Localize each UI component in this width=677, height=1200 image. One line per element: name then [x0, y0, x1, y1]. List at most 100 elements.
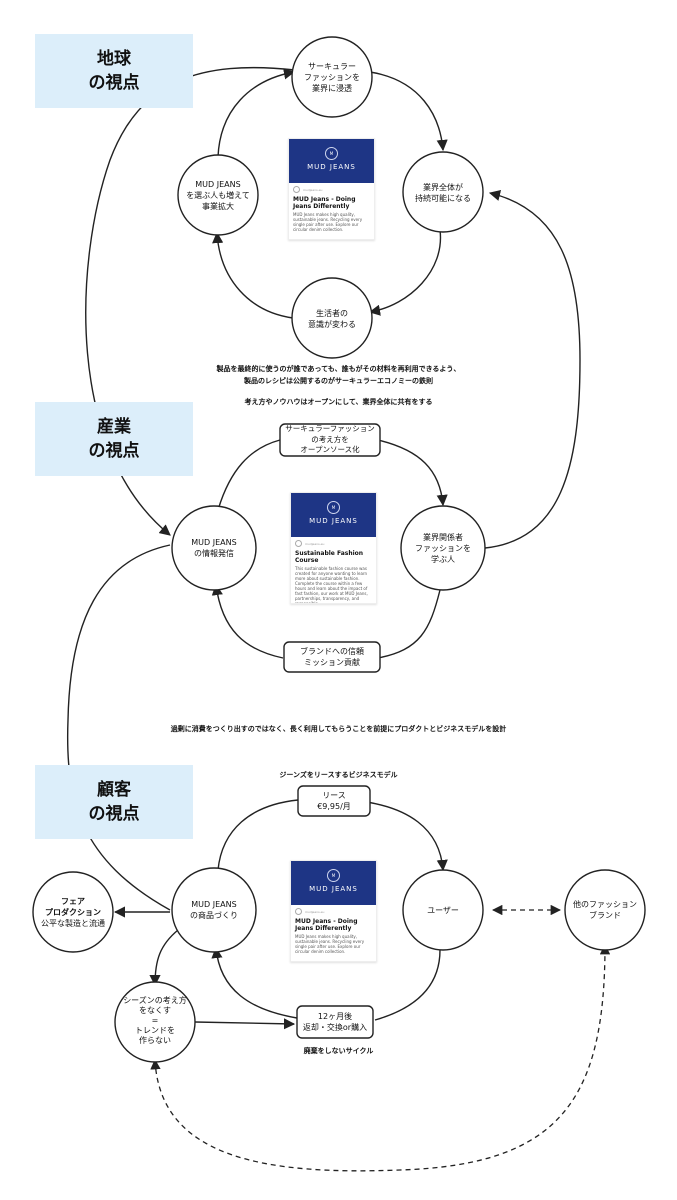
node-line: の商品づくり	[190, 911, 238, 920]
node-line: を選ぶ人も増えて	[186, 191, 250, 200]
node-line: サーキュラー	[308, 62, 356, 71]
arrow-industry-left-top	[217, 439, 281, 511]
mud-jeans-logo-icon: M	[327, 869, 340, 882]
box-line: ブランドへの信頼	[300, 647, 364, 656]
card-brand: MUD JEANS	[309, 885, 358, 893]
earth-link-card[interactable]: M MUD JEANS mudjeans.eu MUD Jeans - Doin…	[288, 138, 375, 240]
card-site: mudjeans.eu	[305, 541, 325, 546]
customer-top-box	[297, 785, 371, 817]
card-banner: M MUD JEANS	[291, 493, 376, 537]
section-label-industry: 産業 の視点	[35, 402, 193, 476]
node-line: トレンドを	[135, 1026, 175, 1035]
fair-node-circle	[32, 871, 114, 953]
node-line: =	[151, 1016, 159, 1025]
node-line: 業界関係者	[423, 533, 463, 542]
season-node: シーズンの考え方 をなくす = トレンドを 作らない	[105, 996, 205, 1046]
card-title: Sustainable Fashion Course	[295, 550, 364, 564]
mud-jeans-logo-icon: M	[327, 501, 340, 514]
card-description: MUD Jeans makes high quality, sustainabl…	[293, 212, 363, 232]
node-line: 他のファッション	[573, 900, 637, 909]
box-line: €9,95/月	[317, 802, 351, 811]
card-banner: M MUD JEANS	[291, 861, 376, 905]
node-line: 意識が変わる	[308, 320, 356, 329]
node-line: ブランド	[589, 911, 621, 920]
card-banner: M MUD JEANS	[289, 139, 374, 183]
caption-no-waste-cycle: 廃棄をしないサイクル	[303, 1047, 374, 1055]
customer-right-node-circle	[402, 869, 484, 951]
node-line: 学ぶ人	[431, 555, 455, 564]
section-label-earth-line2: の視点	[88, 73, 140, 93]
card-meta: mudjeans.eu	[291, 537, 376, 547]
node-line: 業界全体が	[423, 183, 463, 192]
industry-right-node: 業界関係者 ファッションを 学ぶ人	[393, 532, 493, 565]
arrow-industry-bottom-left	[211, 583, 284, 659]
node-line: の情報発信	[194, 549, 234, 558]
fair-production-node: フェア プロダクション 公平な製造と流通	[23, 896, 123, 929]
earth-left-node-circle	[177, 154, 259, 236]
industry-left-node-circle	[171, 505, 257, 591]
card-meta: mudjeans.eu	[289, 183, 374, 193]
card-site: mudjeans.eu	[303, 187, 323, 192]
arrow-season-to-bottom-box	[194, 1018, 296, 1030]
box-line: の考え方を	[311, 434, 349, 444]
node-line: ファッションを	[415, 544, 471, 553]
arrow-industry-right-bottom	[377, 589, 441, 659]
caption-open-knowhow: 考え方やノウハウはオープンにして、業界全体に共有をする	[244, 398, 433, 406]
earth-bottom-node: 生活者の 意識が変わる	[282, 308, 382, 330]
box-line: リース	[322, 791, 346, 800]
node-line: をなくす	[139, 1006, 171, 1015]
industry-link-card[interactable]: M MUD JEANS mudjeans.eu Sustainable Fash…	[290, 492, 377, 604]
customer-link-card[interactable]: M MUD JEANS mudjeans.eu MUD Jeans - Doin…	[290, 860, 377, 962]
node-line: MUD JEANS	[191, 538, 237, 547]
node-line: ユーザー	[427, 906, 459, 915]
customer-bottom-box-label: 12ヶ月後 返却・交換or購入	[297, 1011, 373, 1033]
box-line: 返却・交換or購入	[302, 1023, 368, 1032]
arrow-make-to-season	[149, 929, 179, 987]
section-label-earth: 地球 の視点	[35, 34, 193, 108]
card-meta: mudjeans.eu	[291, 905, 376, 915]
arrow-customer-left-top	[217, 799, 299, 871]
box-line: 12ヶ月後	[317, 1012, 353, 1021]
card-brand: MUD JEANS	[307, 163, 356, 171]
section-label-customer-line1: 顧客	[97, 780, 131, 800]
season-node-circle	[114, 981, 196, 1063]
node-line: プロダクション	[45, 908, 101, 917]
caption-recipe-line1: 製品を最終的に使うのが誰であっても、誰もがその材料を再利用できるよう、	[216, 365, 461, 373]
site-icon	[295, 540, 302, 547]
card-site: mudjeans.eu	[305, 909, 325, 914]
earth-right-node-circle	[402, 151, 484, 233]
industry-top-box	[279, 423, 381, 457]
node-line: 作らない	[139, 1036, 171, 1045]
section-label-industry-line2: の視点	[88, 441, 140, 461]
card-description: This sustainable fashion course was crea…	[295, 566, 368, 604]
arrow-industry-to-earth	[484, 189, 581, 549]
card-brand: MUD JEANS	[309, 517, 358, 525]
caption-design-principle: 過剰に消費をつくり出すのではなく、長く利用してもらうことを前提にプロダクトとビジ…	[170, 725, 507, 733]
arrow-earth-top-right	[369, 71, 448, 152]
industry-top-box-label: サーキュラーファッション の考え方を オープンソース化	[280, 424, 380, 456]
customer-left-node: MUD JEANS の商品づくり	[164, 899, 264, 921]
box-line: オープンソース化	[300, 445, 360, 454]
section-label-customer: 顧客 の視点	[35, 765, 193, 839]
arrow-customer-bottom-left	[211, 946, 298, 1019]
node-line: 業界に浸透	[312, 84, 352, 93]
industry-left-node: MUD JEANS の情報発信	[164, 537, 264, 559]
arrow-earth-right-bottom	[368, 229, 442, 316]
section-label-customer-line2: の視点	[88, 804, 140, 824]
earth-left-node: MUD JEANS を選ぶ人も増えて 事業拡大	[168, 179, 268, 212]
arrow-customer-right-bottom	[374, 949, 441, 1021]
card-title: MUD Jeans - Doing Jeans Differently	[293, 196, 356, 210]
section-label-earth-line1: 地球	[97, 49, 131, 69]
section-label-industry-line1: 産業	[97, 417, 131, 437]
arrow-earth-bottom-left	[212, 231, 294, 319]
earth-right-node: 業界全体が 持続可能になる	[393, 182, 493, 204]
customer-top-box-label: リース €9,95/月	[298, 790, 370, 812]
earth-top-node: サーキュラー ファッションを 業界に浸透	[282, 61, 382, 94]
earth-bottom-node-circle	[291, 277, 373, 359]
node-line: MUD JEANS	[195, 180, 241, 189]
card-title: MUD Jeans - Doing Jeans Differently	[295, 918, 358, 932]
node-line: 持続可能になる	[415, 194, 471, 203]
node-line: MUD JEANS	[191, 900, 237, 909]
node-line: 事業拡大	[202, 202, 234, 211]
customer-left-node-circle	[171, 867, 257, 953]
